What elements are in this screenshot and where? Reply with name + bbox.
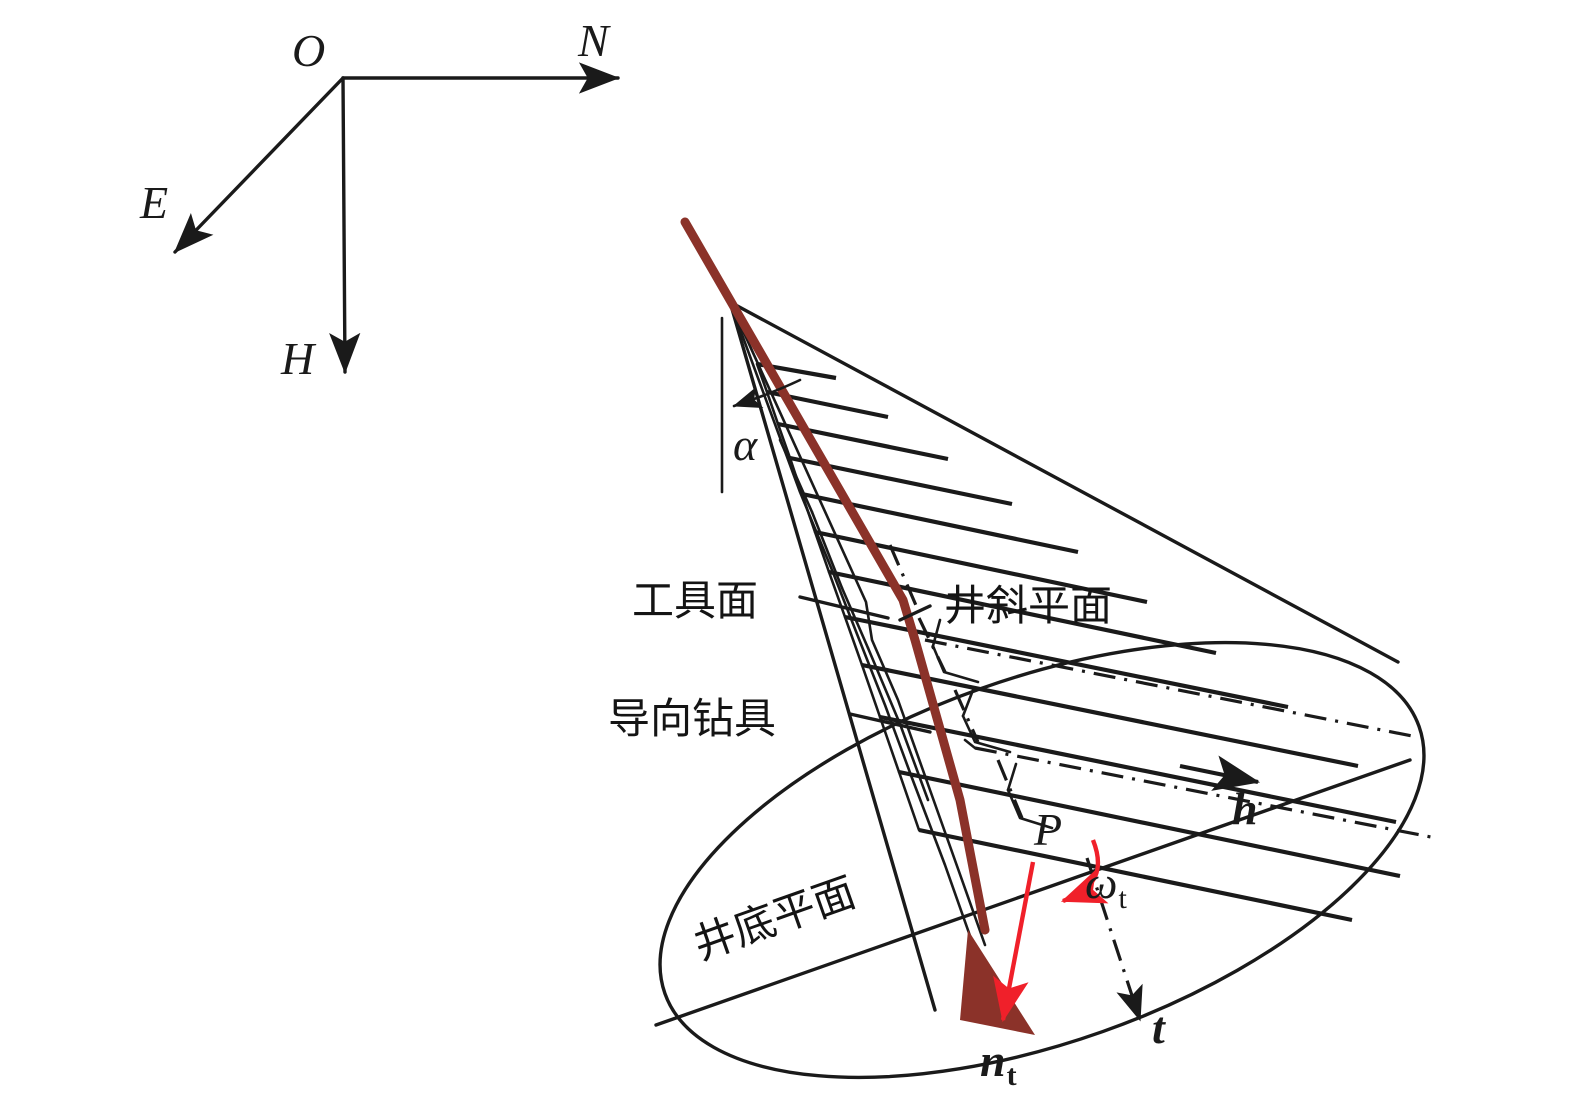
coordinate-frame-neh: O N E H [139, 15, 620, 384]
dashdot-step-left [996, 759, 1024, 819]
leader-steering-tool [848, 712, 932, 734]
axis-high-arrow [329, 76, 361, 374]
dashdot-step-left [888, 544, 920, 611]
label-well-bottom-plane: 井底平面 [687, 867, 862, 969]
label-tool-face-plane: 工具面 [632, 576, 758, 625]
cone-edge-upper [728, 300, 1400, 664]
axis-label-east: E [139, 177, 168, 228]
vector-h-arrow [1179, 755, 1261, 791]
tool-face-rung [778, 438, 814, 514]
cone-edge-lower [728, 300, 937, 1012]
dashdot-lower [974, 746, 1437, 840]
label-inclination-plane: 井斜平面 [944, 581, 1112, 630]
tool-face-rung [866, 646, 902, 726]
hatch-line [918, 827, 1353, 923]
axis-label-high: H [280, 333, 317, 384]
angle-omega-t: ωt [1060, 839, 1127, 915]
alpha-label: α [733, 419, 758, 470]
inner-step [961, 688, 975, 718]
axis-east-arrow [173, 76, 345, 254]
vector-nt: nt [980, 861, 1036, 1092]
inner-step [961, 714, 1012, 754]
vector-h-label: h [1232, 783, 1258, 834]
tool-face-rung [810, 510, 844, 590]
vector-t: t [1085, 857, 1166, 1053]
tool-face-right-boundary [728, 300, 977, 952]
inclination-plane-left-steps [755, 362, 921, 832]
omega-t-label: ωt [1085, 857, 1127, 915]
plane-text-labels: 工具面 井斜平面 导向钻具 井底平面 [608, 576, 1112, 969]
hatch-line [898, 769, 1401, 879]
inclination-plane-hatching [756, 361, 1401, 923]
axis-label-north: N [577, 15, 611, 66]
step-connector [765, 390, 780, 426]
hatch-line [861, 662, 1359, 769]
step-connector [813, 530, 831, 574]
plane-intersection-steps [931, 618, 1054, 830]
alpha-arc-arrow [732, 378, 802, 408]
step-connector [843, 615, 864, 667]
leader-tool-face [798, 595, 890, 620]
hatch-line [844, 614, 1289, 710]
drill-bit-wedge [960, 930, 1035, 1035]
vector-nt-label: nt [980, 1035, 1017, 1092]
leader-inclination-plane [898, 604, 932, 622]
origin-label: O [292, 25, 325, 76]
point-p-label: P [1033, 804, 1062, 855]
callout-leader-lines [798, 595, 932, 734]
vector-nt-arrow [993, 861, 1036, 1023]
angle-alpha: α [720, 316, 802, 494]
inner-step [1006, 788, 1054, 830]
dashdot-mid [924, 638, 1413, 738]
vector-h: h [1179, 755, 1261, 834]
inclination-cone-edges [728, 300, 1400, 1012]
step-connector [878, 715, 901, 774]
step-connector [897, 770, 921, 832]
vector-t-arrow [1085, 857, 1143, 1022]
bottom-plane-major-axis [654, 758, 1412, 1027]
omega-t-arc [1060, 839, 1109, 904]
label-steering-drill-tool: 导向钻具 [608, 694, 776, 743]
drill-string-path [680, 217, 990, 935]
step-connector [860, 663, 882, 719]
inner-step [963, 738, 977, 750]
step-connector [755, 362, 769, 394]
point-p: P [1033, 804, 1062, 855]
vector-t-label: t [1152, 1002, 1166, 1053]
tool-face-left-boundary [728, 300, 987, 947]
dashdot-step-left [917, 617, 947, 673]
tool-face-rung [898, 722, 930, 802]
construction-dashdot-lines [888, 544, 1437, 840]
tool-face-rung [840, 586, 870, 650]
bottom-plane-chord [654, 758, 1412, 1027]
hatch-line [879, 714, 1397, 825]
step-connector [827, 570, 847, 619]
dashdot-step-left [953, 689, 980, 743]
tool-face-plane [728, 300, 987, 952]
inner-step [1006, 762, 1018, 792]
step-connector [776, 422, 792, 460]
